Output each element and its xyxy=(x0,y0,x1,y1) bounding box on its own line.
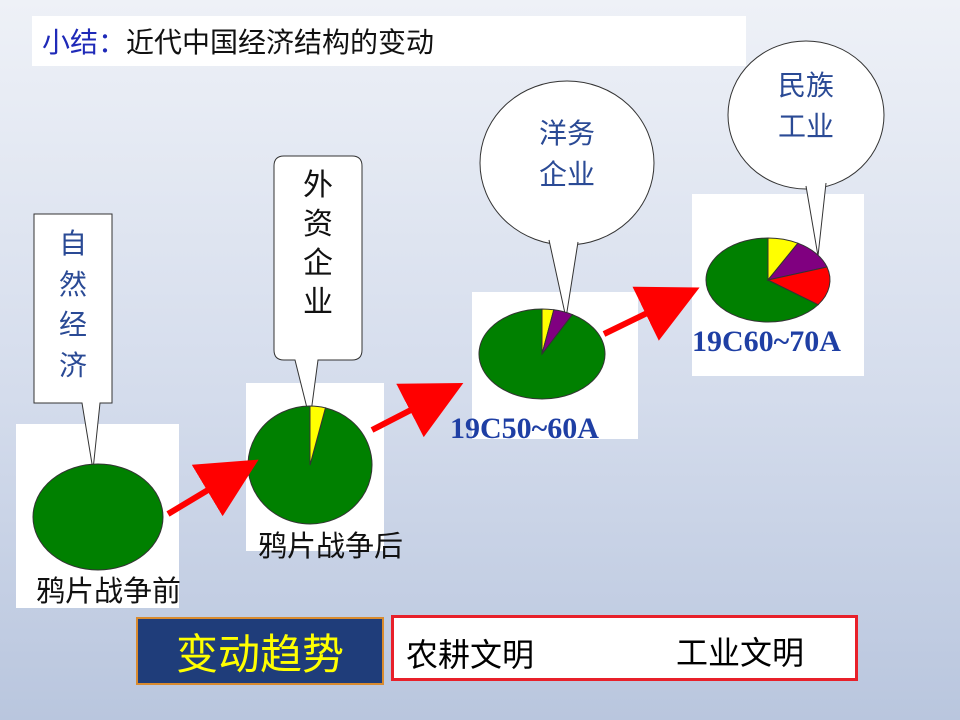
stage-caption-3: 19C50~60A xyxy=(450,412,599,445)
trend-from: 农耕文明 xyxy=(406,636,535,674)
stage-caption-1: 鸦片战争前 xyxy=(36,574,182,608)
callout-3-pointer xyxy=(548,239,579,319)
stage-caption-2: 鸦片战争后 xyxy=(258,529,404,563)
pie-chart-2 xyxy=(247,405,373,525)
pie-chart-3 xyxy=(478,308,606,400)
callout-1-shape xyxy=(33,213,113,471)
trend-detail-box: 农耕文明 工业文明 xyxy=(391,615,858,681)
callout-3-text: 洋务企业 xyxy=(538,117,595,191)
callout-4-text: 民族工业 xyxy=(777,69,834,143)
trend-to: 工业文明 xyxy=(676,634,805,672)
pie-slice xyxy=(541,309,574,355)
title-bar: 小结 ： 近代中国经济结构的变动 xyxy=(32,16,746,66)
pie-slice xyxy=(705,237,820,323)
callout-4-shape xyxy=(727,40,885,190)
progress-arrow-3 xyxy=(602,286,700,341)
pie-chart-1 xyxy=(32,463,164,571)
pie-slice xyxy=(32,463,164,571)
title-separator: ： xyxy=(98,26,127,59)
callout-1-text: 自然 经济 xyxy=(58,227,87,382)
progress-arrow-1 xyxy=(166,459,259,517)
pie-slice xyxy=(766,266,831,306)
stage-caption-4: 19C60~70A xyxy=(692,325,841,358)
title-label: 小结 xyxy=(42,26,99,59)
progress-arrow-2 xyxy=(370,383,464,438)
callout-4-pointer xyxy=(805,182,827,257)
callout-2-shape xyxy=(273,155,363,421)
callout-2-text: 外资 企业 xyxy=(303,168,333,320)
pie-chart-4 xyxy=(705,237,831,323)
title-text: 近代中国经济结构的变动 xyxy=(126,26,435,59)
trend-label: 变动趋势 xyxy=(136,617,384,685)
pie-slice xyxy=(309,405,327,466)
